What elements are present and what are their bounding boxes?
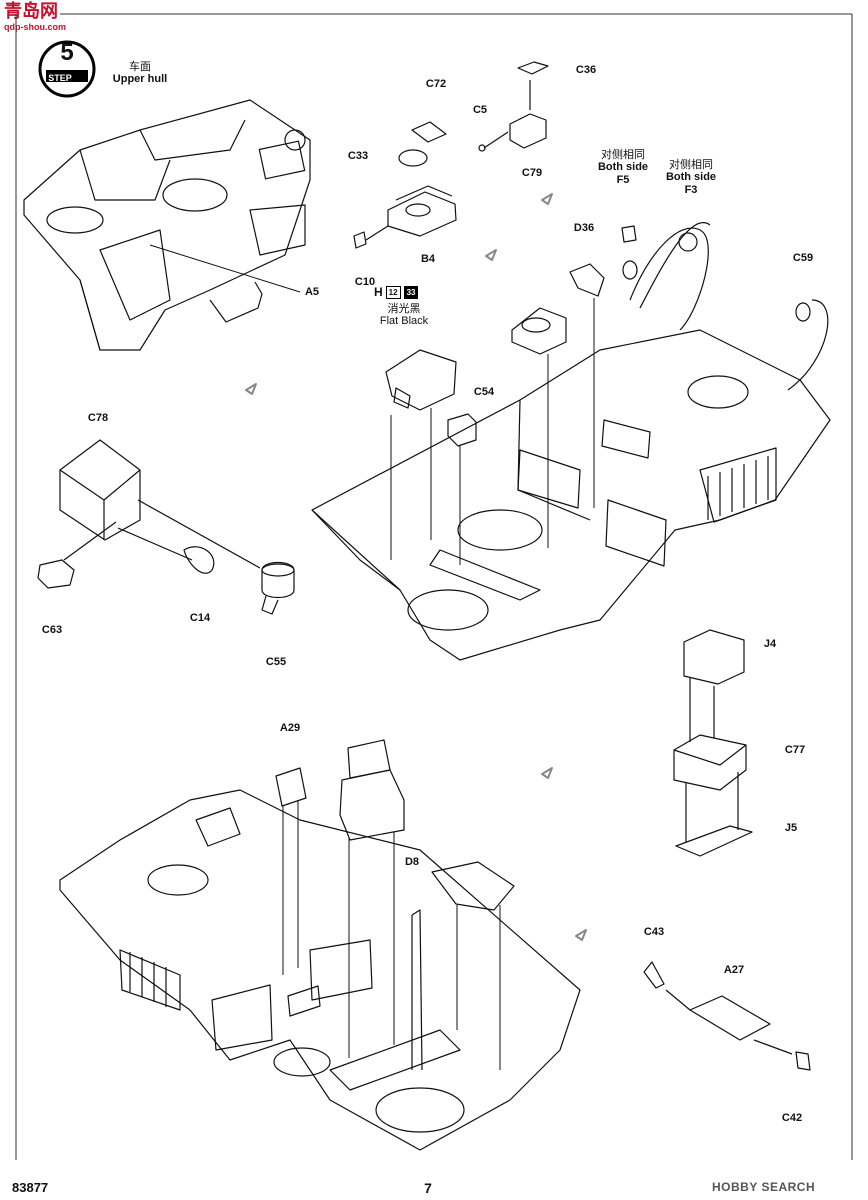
watermark-url: qdp-shou.com xyxy=(4,22,66,32)
part-label-a27: A27 xyxy=(723,964,745,976)
part-label-b4: B4 xyxy=(420,253,436,265)
both-side-en-2: Both side xyxy=(665,171,717,183)
kit-code: 83877 xyxy=(12,1180,49,1195)
part-label-f5: F5 xyxy=(616,174,630,186)
hull-interior-drawing xyxy=(311,329,831,661)
part-label-c77: C77 xyxy=(784,744,806,756)
part-label-c10: C10 xyxy=(354,276,376,288)
both-side-en: Both side xyxy=(597,161,649,173)
part-label-d36: D36 xyxy=(573,222,595,234)
page-number: 7 xyxy=(424,1180,432,1196)
part-label-c55: C55 xyxy=(265,656,287,668)
part-label-c43: C43 xyxy=(643,926,665,938)
source-watermark: HOBBY SEARCH xyxy=(712,1180,816,1194)
paint-en: Flat Black xyxy=(379,315,429,327)
paint-callout: H 12 33 xyxy=(374,285,419,299)
watermark-logo: 青岛网 xyxy=(4,1,58,22)
upper-hull-en: Upper hull xyxy=(112,73,168,85)
paint-code: H xyxy=(374,285,383,299)
part-label-c59: C59 xyxy=(792,252,814,264)
upper-hull-label: 车面 Upper hull xyxy=(113,60,167,86)
turret-parts-drawing xyxy=(353,61,829,447)
part-label-c33: C33 xyxy=(347,150,369,162)
part-label-d8: D8 xyxy=(404,856,420,868)
part-label-c36: C36 xyxy=(575,64,597,76)
part-label-c42: C42 xyxy=(781,1112,803,1124)
both-side-f5: 对侧相同 Both side F5 xyxy=(598,148,648,187)
part-label-c5: C5 xyxy=(472,104,488,116)
part-label-c72: C72 xyxy=(425,78,447,90)
paint-zh: 消光黑 xyxy=(387,302,421,315)
upper-hull-drawing xyxy=(23,99,311,351)
part-label-c79: C79 xyxy=(521,167,543,179)
part-label-a5: A5 xyxy=(304,286,320,298)
part-label-c78: C78 xyxy=(87,412,109,424)
part-label-f3: F3 xyxy=(684,184,698,196)
part-label-c54: C54 xyxy=(473,386,495,398)
both-side-zh: 对侧相同 xyxy=(601,148,645,161)
lower-hull-drawing xyxy=(59,739,581,1151)
paint-num-2: 33 xyxy=(403,285,419,299)
c78-assembly-drawing xyxy=(37,439,295,615)
upper-hull-zh: 车面 xyxy=(128,60,151,73)
paint-num-1: 12 xyxy=(385,285,401,299)
step-number: 5 xyxy=(60,39,74,66)
part-label-c63: C63 xyxy=(41,624,63,636)
part-label-a29: A29 xyxy=(279,722,301,734)
part-label-c14: C14 xyxy=(189,612,211,624)
both-side-zh-2: 对侧相同 xyxy=(669,158,713,171)
part-label-j5: J5 xyxy=(784,822,798,834)
both-side-f3: 对侧相同 Both side F3 xyxy=(666,158,716,197)
c77-assembly-drawing xyxy=(673,629,753,857)
paint-name: 消光黑 Flat Black xyxy=(380,302,428,328)
a27-assembly-drawing xyxy=(643,961,811,1071)
step-badge-icon xyxy=(38,40,96,98)
part-label-j4: J4 xyxy=(763,638,777,650)
step-label: STEP xyxy=(48,73,72,83)
